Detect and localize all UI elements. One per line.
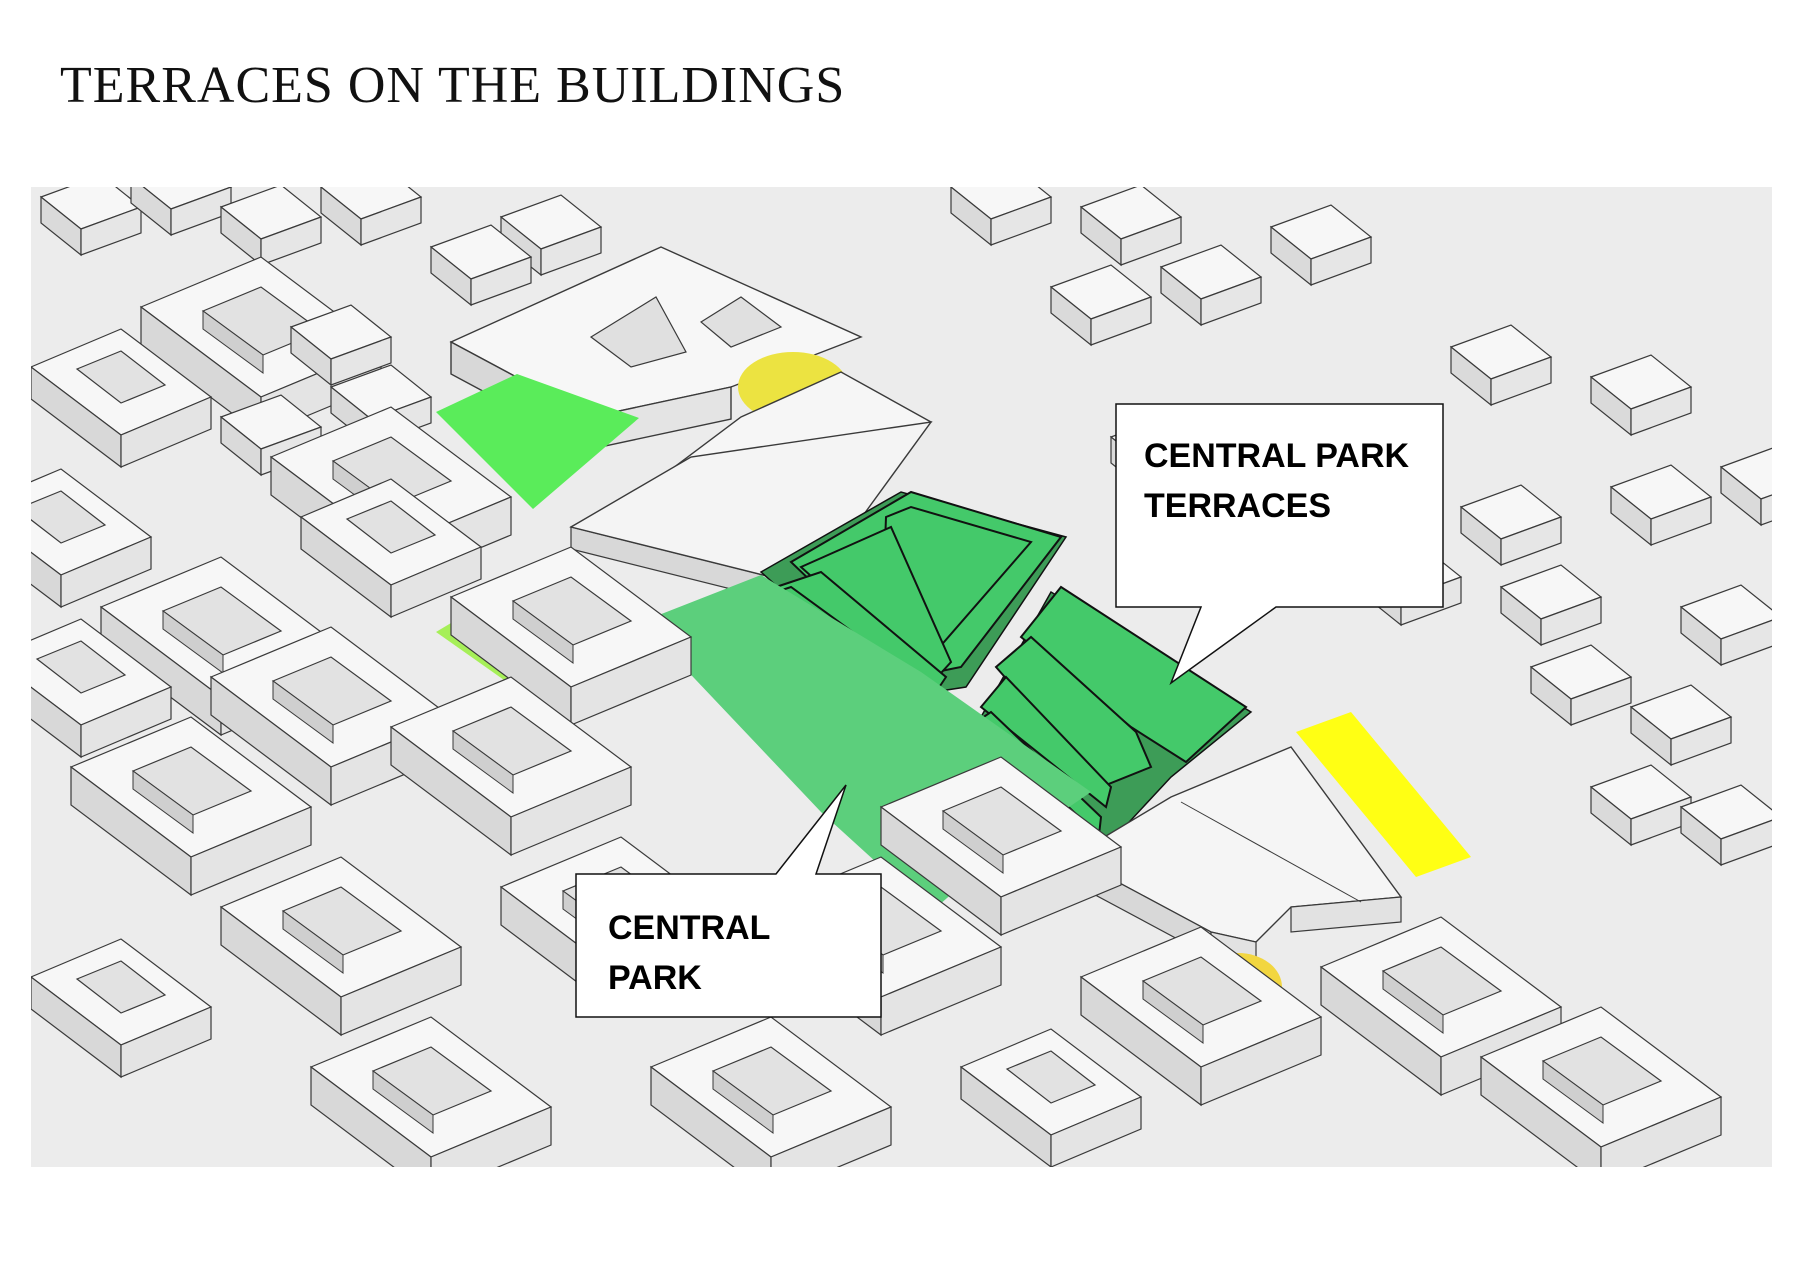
callout-terraces-line1: CENTRAL PARK — [1144, 437, 1410, 475]
callout-park-line2: PARK — [608, 959, 702, 997]
isometric-site-diagram: CENTRAL PARK TERRACES CENTRAL PARK — [31, 187, 1772, 1167]
callout-terraces-line2: TERRACES — [1144, 487, 1331, 525]
callout-park-line1: CENTRAL — [608, 909, 770, 947]
page-title: TERRACES ON THE BUILDINGS — [60, 56, 845, 115]
